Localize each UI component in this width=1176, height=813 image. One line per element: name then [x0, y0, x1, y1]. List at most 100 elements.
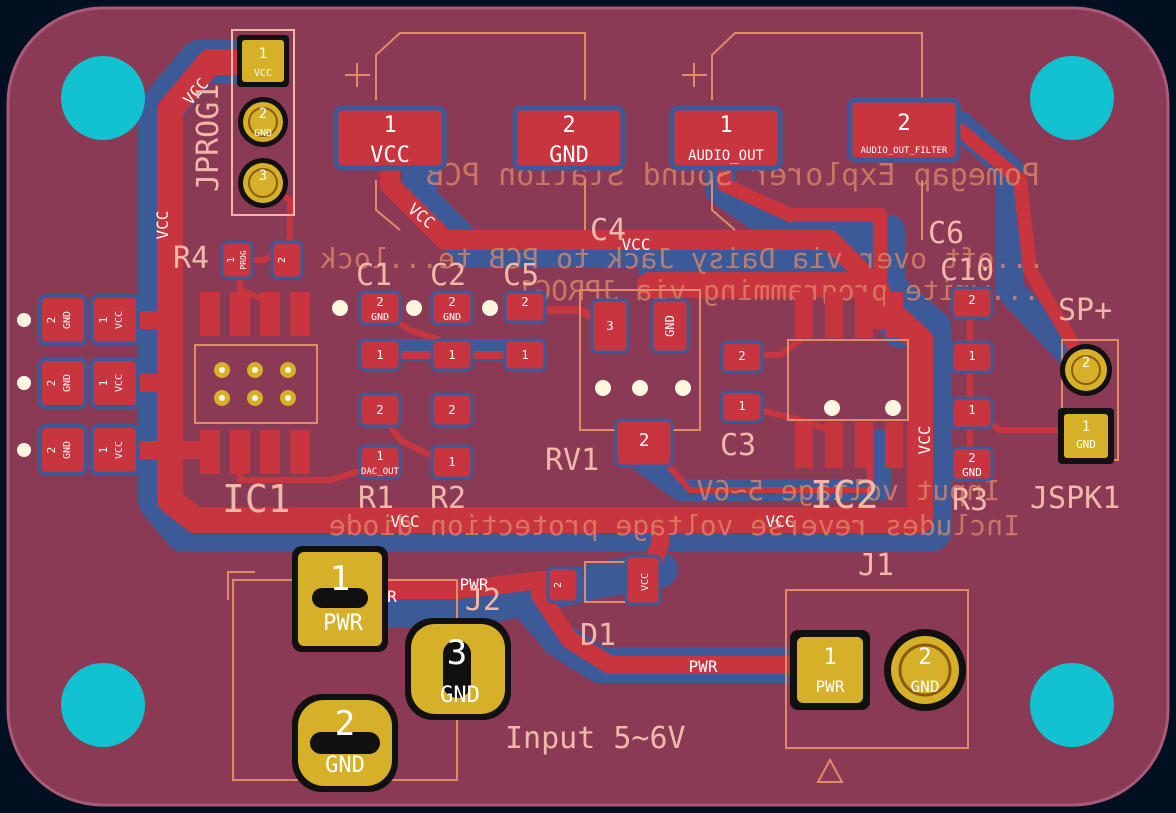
svg-text:1: 1: [1082, 419, 1090, 435]
svg-text:1: 1: [968, 349, 975, 363]
reference-designators: JPROG1 R4 C1 C2 C5 C4 C6 C10 SP+ IC1 R1 …: [173, 84, 1120, 756]
input-voltage-label: Input 5~6V: [505, 721, 686, 756]
svg-text:GND: GND: [911, 677, 940, 696]
svg-text:2: 2: [376, 403, 383, 417]
mount-hole-br: [1030, 663, 1114, 747]
net-label-pwr-j2: PWR: [460, 575, 489, 594]
svg-text:2: 2: [1082, 355, 1090, 371]
designator-r1: R1: [358, 481, 394, 516]
designator-r4: R4: [173, 241, 209, 276]
svg-text:2: 2: [448, 295, 455, 309]
j1-connector: 1 PWR 2 GND: [790, 629, 966, 711]
svg-text:2: 2: [968, 451, 975, 465]
c1-pads: 2 GND 1: [358, 290, 402, 372]
svg-text:VCC: VCC: [254, 68, 272, 79]
designator-c5: C5: [503, 258, 539, 293]
mount-holes: [61, 56, 1114, 747]
designator-r3: R3: [952, 483, 988, 518]
svg-text:2: 2: [259, 106, 267, 122]
svg-text:VCC: VCC: [114, 374, 125, 392]
c6-plus: [682, 63, 707, 87]
left-decoupling-caps: 2 GND 1 VCC 2 GND 1 VCC 2 GND 1 VCC: [17, 294, 140, 476]
svg-text:2: 2: [738, 349, 745, 363]
svg-text:2: 2: [918, 645, 931, 670]
svg-text:2: 2: [562, 113, 575, 138]
j1-body: [785, 589, 969, 749]
designator-rv1: RV1: [545, 443, 599, 478]
designator-d1: D1: [580, 618, 616, 653]
svg-text:2: 2: [45, 447, 58, 454]
svg-text:3: 3: [606, 319, 613, 333]
c4-plus: [345, 63, 370, 87]
designator-sp-plus: SP+: [1058, 293, 1112, 328]
j2-barrel-jack: 1 PWR 3 GND 2 GND: [292, 546, 511, 792]
svg-text:1: 1: [97, 317, 110, 324]
r1-pads: 2 1 DAC_OUT: [358, 392, 402, 480]
designator-c6: C6: [928, 216, 964, 251]
svg-text:GND: GND: [62, 441, 73, 459]
svg-text:DAC_OUT: DAC_OUT: [361, 467, 400, 477]
designator-c2: C2: [430, 258, 466, 293]
mount-hole-bl: [61, 663, 145, 747]
svg-text:GND: GND: [443, 312, 461, 323]
svg-text:VCC: VCC: [640, 573, 651, 591]
jprog1-header: 1 VCC 2 GND 3: [237, 35, 289, 208]
svg-text:2: 2: [521, 295, 528, 309]
r2-pads: 2 1: [430, 392, 474, 480]
jspk1-header: 2 1 GND: [1058, 344, 1114, 464]
svg-text:GND: GND: [254, 128, 272, 139]
svg-text:1: 1: [738, 399, 745, 413]
net-label-vcc-left: VCC: [153, 211, 172, 240]
svg-text:GND: GND: [549, 143, 589, 168]
designator-c1: C1: [356, 258, 392, 293]
svg-text:PROG: PROG: [239, 250, 248, 269]
ic2-body: [787, 339, 909, 421]
svg-text:1: 1: [330, 559, 350, 599]
c4-outline: [375, 32, 586, 100]
svg-text:2: 2: [277, 257, 288, 263]
net-label-vcc-right: VCC: [915, 426, 934, 455]
net-label-vcc-bottom-1: VCC: [391, 512, 420, 531]
svg-text:GND: GND: [62, 311, 73, 329]
c6-outline: [711, 32, 923, 100]
net-label-vcc-top: VCC: [622, 235, 651, 254]
j1-triangle: [816, 757, 844, 783]
svg-text:2: 2: [897, 111, 910, 136]
c6-pads: 1 AUDIO_OUT 2 AUDIO_OUT_FILTER: [669, 97, 961, 171]
designator-jprog1: JPROG1: [191, 84, 226, 192]
svg-text:2: 2: [335, 704, 355, 744]
c5-pads: 2 1: [503, 290, 547, 372]
c4-pads: 1 VCC 2 GND: [333, 105, 626, 171]
svg-text:2: 2: [553, 582, 564, 588]
svg-text:GND: GND: [663, 315, 677, 337]
svg-text:2: 2: [448, 403, 455, 417]
mirrored-title-2: ...oft over via Daisy Jack to PCB te...l…: [320, 242, 1045, 275]
svg-text:3: 3: [259, 168, 267, 184]
svg-text:GND: GND: [1076, 438, 1096, 451]
svg-text:1: 1: [448, 455, 455, 469]
svg-text:VCC: VCC: [370, 143, 410, 168]
ic1-body: [194, 344, 318, 424]
designator-r2: R2: [430, 481, 466, 516]
mount-hole-tl: [61, 56, 145, 140]
svg-text:AUDIO_OUT_FILTER: AUDIO_OUT_FILTER: [861, 146, 948, 156]
designator-c4: C4: [590, 213, 626, 248]
svg-text:1: 1: [259, 46, 267, 62]
svg-text:1: 1: [97, 380, 110, 387]
c3-pads: 2 1: [720, 340, 764, 424]
svg-text:2: 2: [45, 380, 58, 387]
svg-text:PWR: PWR: [816, 677, 845, 696]
svg-text:GND: GND: [962, 466, 982, 479]
svg-text:1: 1: [376, 449, 383, 463]
c6-outline-lower: [711, 180, 923, 240]
svg-text:3: 3: [447, 633, 467, 673]
j2-corner: [227, 571, 255, 600]
svg-text:1: 1: [968, 403, 975, 417]
svg-text:1: 1: [383, 113, 396, 138]
mirrored-note-1: Input voltage 5~6V: [696, 474, 1000, 507]
svg-text:R: R: [387, 587, 397, 606]
designator-j1: J1: [858, 548, 894, 583]
svg-text:1: 1: [823, 645, 836, 670]
net-label-pwr-j1: PWR: [689, 657, 718, 676]
